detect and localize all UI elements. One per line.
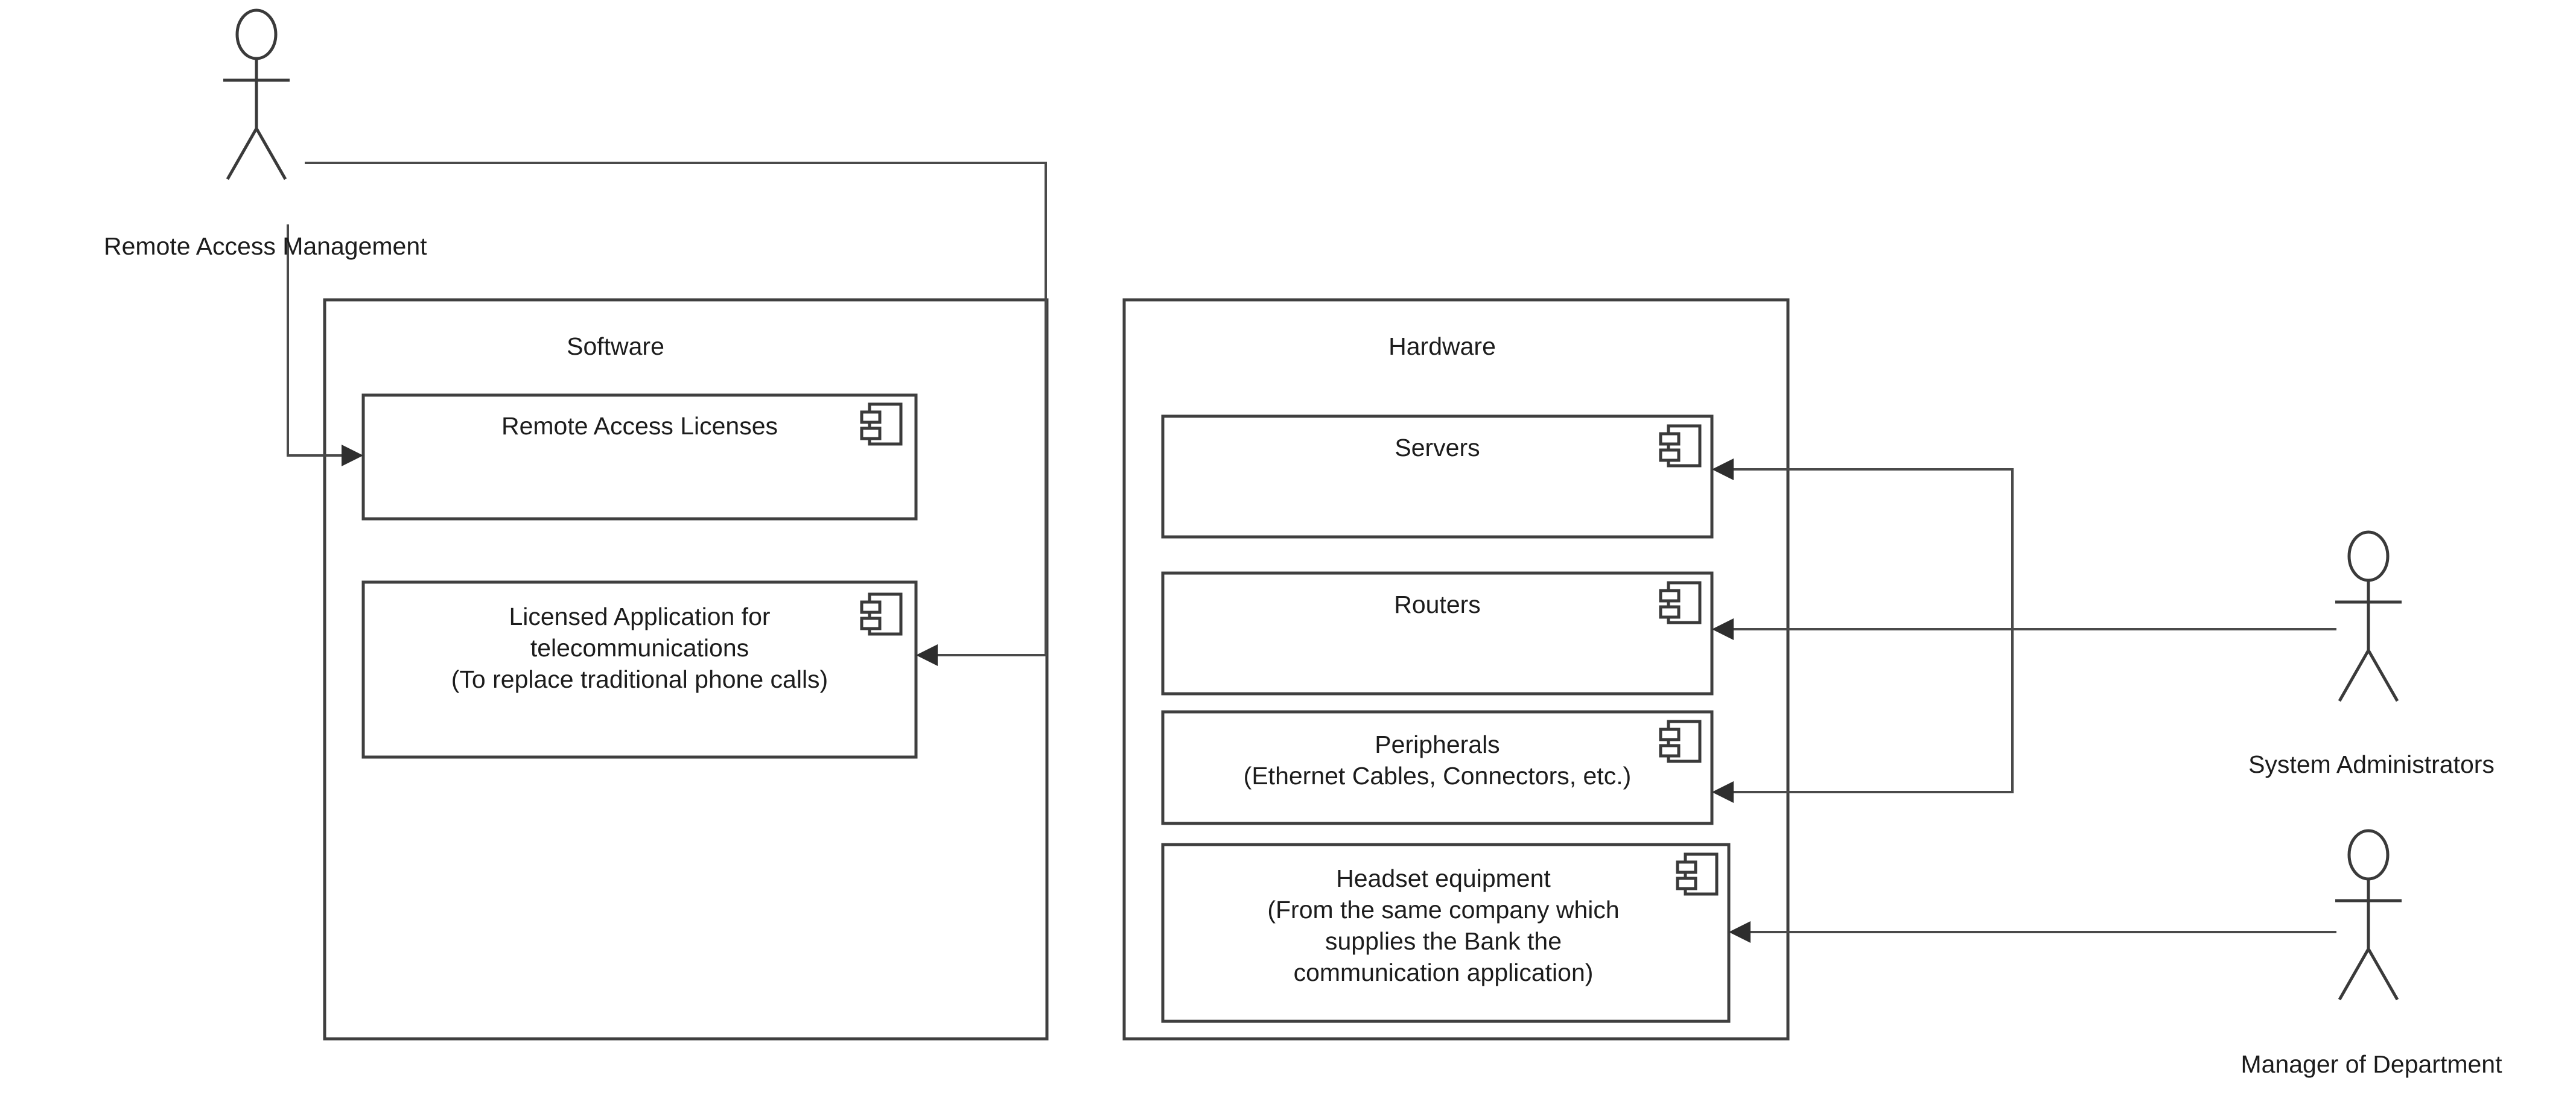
component-routers[interactable] [1161, 571, 1714, 696]
actor-remote-access-management[interactable] [223, 10, 290, 179]
component-line: Headset equipment [1336, 864, 1551, 892]
component-label-peripherals: Peripherals (Ethernet Cables, Connectors… [1163, 729, 1712, 791]
actor-label-manager-of-department: Manager of Department [2240, 1050, 2502, 1078]
connector-ram-to-application [305, 162, 1047, 666]
connector-ram-to-licenses [287, 224, 363, 466]
component-line: (To replace traditional phone calls) [451, 665, 828, 694]
component-label-licensed-application: Licensed Application for telecommunicati… [363, 601, 916, 695]
component-line: communication application) [1293, 959, 1594, 987]
component-line: (Ethernet Cables, Connectors, etc.) [1243, 762, 1632, 790]
component-servers[interactable] [1161, 414, 1714, 539]
package-title-hardware: Hardware [1388, 332, 1496, 360]
component-remote-access-licenses[interactable] [361, 393, 918, 521]
connector-manager-to-headset [1729, 921, 2336, 943]
component-peripherals[interactable] [1161, 710, 1714, 825]
component-label-servers: Servers [1395, 434, 1480, 461]
actor-manager-of-department[interactable] [2335, 831, 2402, 1000]
actor-system-administrators[interactable] [2335, 532, 2402, 701]
component-licensed-application[interactable] [361, 580, 918, 759]
actor-label-system-administrators: System Administrators [2248, 750, 2495, 778]
connector-sysadmin-to-peripherals [1712, 629, 2014, 803]
actor-label-remote-access-management: Remote Access Management [104, 232, 427, 260]
component-line: Licensed Application for [509, 603, 771, 630]
component-line: (From the same company which [1267, 896, 1620, 924]
component-line: supplies the Bank the [1325, 927, 1562, 956]
component-headset-equipment[interactable] [1161, 843, 1731, 1023]
connector-sysadmin-to-servers [1712, 458, 2014, 629]
component-line: telecommunications [530, 634, 749, 662]
component-label-remote-access-licenses: Remote Access Licenses [501, 412, 778, 440]
package-title-software: Software [567, 332, 664, 360]
component-label-routers: Routers [1394, 591, 1481, 618]
component-label-headset-equipment: Headset equipment (From the same company… [1163, 863, 1724, 988]
connector-sysadmin-to-routers [1712, 618, 2336, 640]
component-line: Peripherals [1375, 731, 1500, 758]
